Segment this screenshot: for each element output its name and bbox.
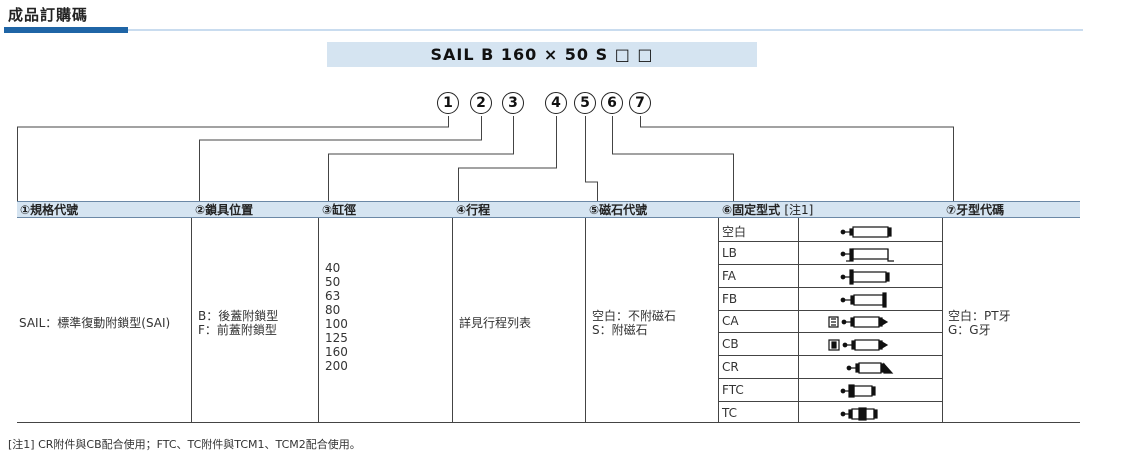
leader-line-2 [199,116,482,201]
header-stroke: ④行程 [453,201,586,218]
mount-type-fa: FA [722,269,737,283]
header-lock: ②鎖具位置 [192,201,319,218]
lock-option-b: B：後蓋附鎖型 [198,309,279,323]
stroke-value: 詳見行程列表 [459,316,532,330]
mount-type-cr: CR [722,360,739,374]
header-mount: ⑥固定型式 [注1] [719,201,943,218]
column-divider [798,218,799,423]
lock-option-f: F：前蓋附鎖型 [198,323,277,337]
mount-type-tc: TC [722,406,738,420]
leader-line-4 [458,116,557,201]
header-bore: ③缸徑 [319,201,453,218]
magnet-option-s: S：附磁石 [592,323,648,337]
column-divider [191,218,192,423]
column-divider [942,218,943,423]
header-mount-label: ⑥固定型式 [722,203,781,217]
cylinder-foot-mount-icon [840,248,894,262]
code-part-number-3: 3 [502,92,524,114]
mount-type-blank: 空白 [722,225,747,239]
cylinder-center-trunnion-icon [840,407,878,421]
cylinder-double-clevis-icon [828,339,889,351]
mount-type-cb: CB [722,337,739,351]
thread-option-pt: 空白：PT牙 [948,309,1011,323]
column-divider [452,218,453,423]
page-title: 成品訂購碼 [8,6,89,24]
code-part-number-5: 5 [574,92,596,114]
row-divider [718,310,943,311]
row-divider [718,241,943,242]
bore-value: 80 [325,303,341,317]
bore-value: 160 [325,345,348,359]
cylinder-front-flange-icon [840,269,890,285]
row-divider [718,401,943,402]
leader-line-5 [585,116,598,201]
mount-type-fb: FB [722,292,738,306]
header-magnet: ⑤磁石代號 [586,201,719,218]
cylinder-single-clevis-icon [828,316,889,328]
bore-value: 63 [325,289,341,303]
row-divider [718,378,943,379]
column-divider [585,218,586,423]
leader-line-3 [328,116,514,201]
row-divider [718,287,943,288]
header-spec: ①規格代號 [17,201,192,218]
mount-type-lb: LB [722,246,737,260]
title-underline [128,29,1083,31]
code-part-number-1: 1 [437,92,459,114]
spec-value: SAIL：標準復動附鎖型(SAI) [19,316,171,330]
code-part-number-2: 2 [470,92,492,114]
bore-value: 200 [325,359,348,373]
mount-type-ftc: FTC [722,383,744,397]
row-divider [718,332,943,333]
magnet-option-blank: 空白：不附磁石 [592,309,677,323]
mount-type-ca: CA [722,314,739,328]
code-part-number-4: 4 [545,92,567,114]
leader-line-1 [17,116,449,201]
footnote: [注1] CR附件與CB配合使用；FTC、TC附件與TCM1、TCM2配合使用。 [8,438,361,451]
bore-value: 100 [325,317,348,331]
cylinder-front-trunnion-icon [840,384,876,398]
table-bottom-line [17,422,1080,423]
title-underline-accent [4,27,128,33]
cylinder-standard-icon [840,226,892,238]
header-thread: ⑦牙型代碼 [943,201,1080,218]
row-divider [718,355,943,356]
cylinder-rear-flange-icon [840,292,887,308]
column-divider [718,218,719,423]
column-divider [318,218,319,423]
cylinder-clevis-bracket-icon [846,362,894,374]
order-code: SAIL B 160 × 50 S □ □ [430,45,654,64]
thread-option-g: G：G牙 [948,323,991,337]
bore-value: 50 [325,275,341,289]
bore-value: 125 [325,331,348,345]
code-part-number-7: 7 [629,92,651,114]
code-part-number-6: 6 [601,92,623,114]
bore-value: 40 [325,261,341,275]
leader-line-6 [612,116,734,201]
row-divider [718,264,943,265]
header-mount-note: [注1] [784,203,814,217]
leader-line-7 [640,116,954,201]
order-code-box: SAIL B 160 × 50 S □ □ [327,42,757,67]
